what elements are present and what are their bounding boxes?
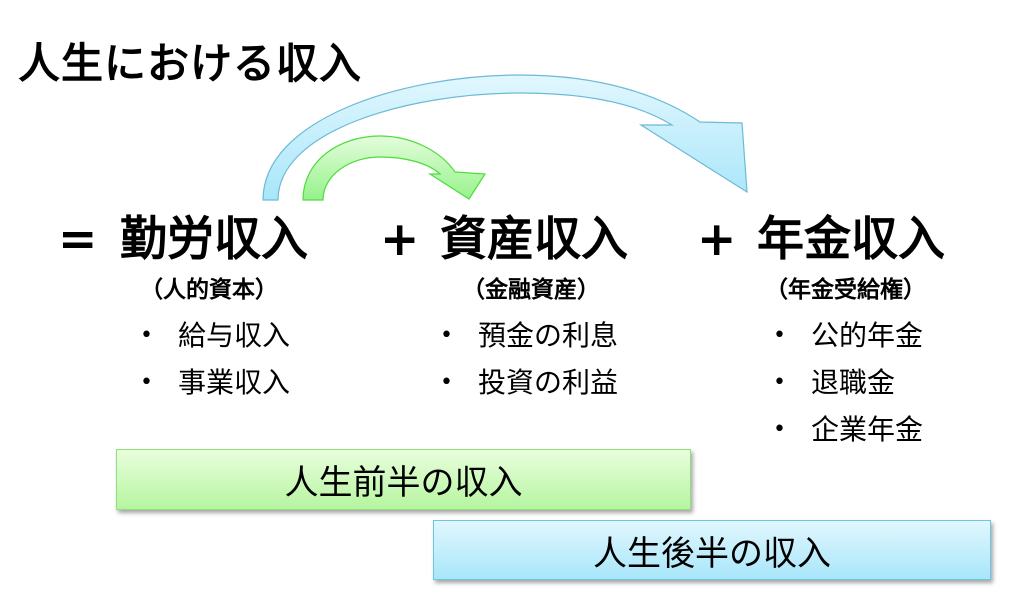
plus-sign: +	[380, 212, 420, 267]
equals-sign: =	[58, 212, 98, 267]
labor-income-heading: 勤労収入	[120, 212, 308, 267]
asset-income-heading: 資産収入	[440, 212, 628, 267]
list-item: 公的年金	[773, 312, 923, 359]
pension-income-subtitle: （年金受給権）	[765, 277, 926, 303]
list-item: 退職金	[773, 359, 923, 406]
list-item: 事業収入	[140, 359, 290, 406]
asset-income-subtitle: （金融資産）	[462, 277, 600, 303]
labor-income-subtitle: （人的資本）	[140, 277, 278, 303]
list-item: 企業年金	[773, 406, 923, 453]
page-title: 人生における収入	[18, 39, 363, 88]
second-half-income-bar: 人生後半の収入	[433, 520, 991, 580]
list-item: 預金の利息	[440, 312, 618, 359]
plus-sign: +	[697, 212, 737, 267]
list-item: 給与収入	[140, 312, 290, 359]
pension-income-heading: 年金収入	[757, 212, 945, 267]
asset-income-list: 預金の利息 投資の利益	[440, 312, 618, 406]
list-item: 投資の利益	[440, 359, 618, 406]
labor-income-list: 給与収入 事業収入	[140, 312, 290, 406]
blue-curved-arrow	[262, 74, 748, 201]
green-curved-arrow	[302, 135, 487, 201]
first-half-income-bar: 人生前半の収入	[116, 449, 691, 510]
pension-income-list: 公的年金 退職金 企業年金	[773, 312, 923, 453]
